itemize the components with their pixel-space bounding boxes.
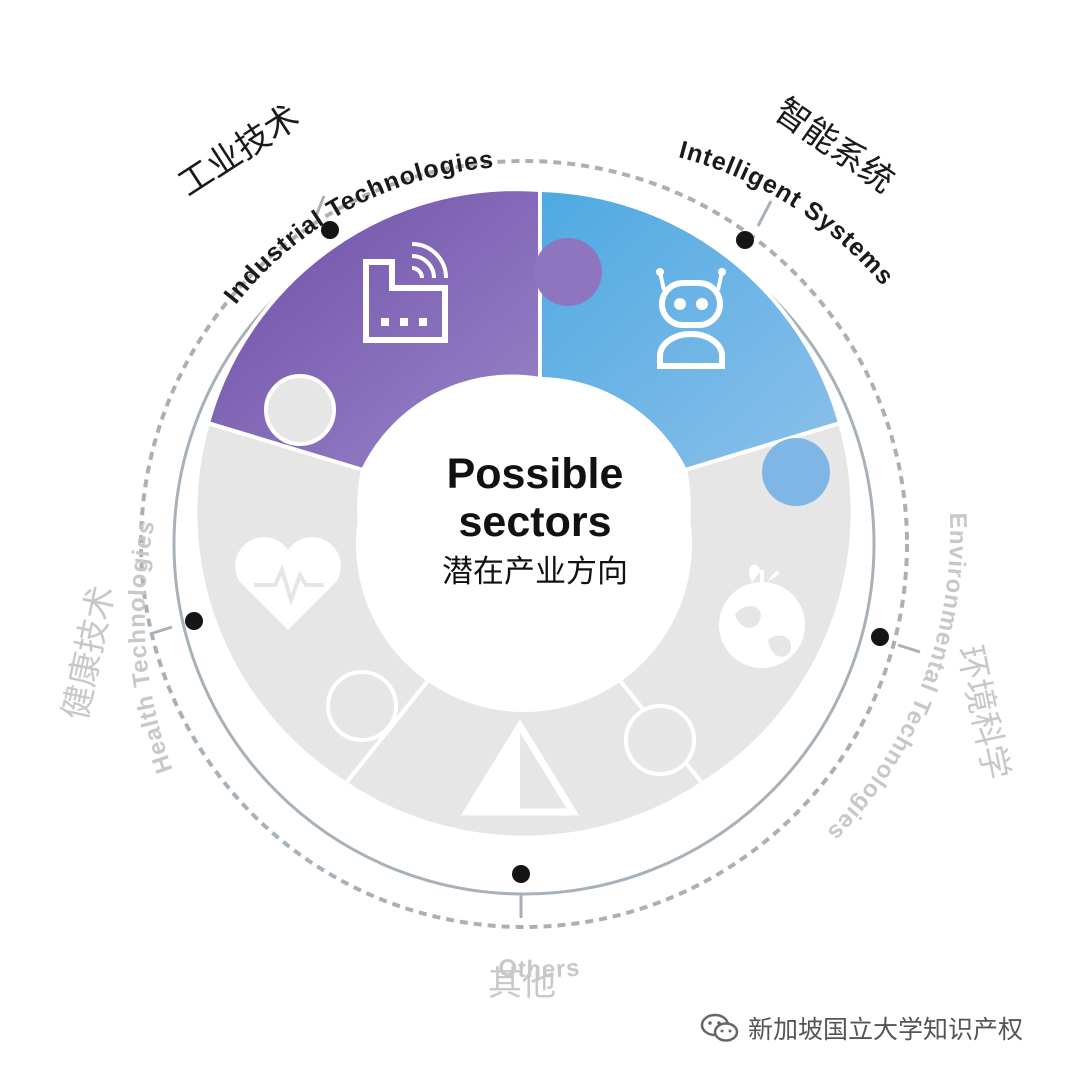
sector-label-zh-others: 其他 bbox=[488, 964, 556, 1004]
marker-dot-others bbox=[512, 865, 530, 883]
sector-label-zh-industrial: 工业技术 bbox=[171, 97, 307, 205]
puzzle-knob-health bbox=[264, 374, 336, 446]
sector-label-zh-health: 健康技术 bbox=[56, 582, 123, 723]
robot-icon bbox=[656, 268, 726, 369]
marker-tick-environmental bbox=[897, 643, 921, 654]
center-subtitle: 潜在产业方向 bbox=[442, 554, 628, 590]
puzzle-knob-environmental bbox=[624, 704, 696, 776]
puzzle-piece-intelligent bbox=[538, 187, 843, 473]
center-disc bbox=[356, 376, 692, 712]
sector-label-en-health: Health Technologies bbox=[124, 518, 179, 777]
earth-sprout-icon bbox=[719, 564, 805, 668]
puzzle-knob-others bbox=[326, 670, 398, 742]
wechat-icon bbox=[700, 1013, 739, 1042]
heart-pulse-icon bbox=[235, 537, 341, 630]
marker-dot-environmental bbox=[871, 628, 889, 646]
sector-label-en-others: Others bbox=[497, 954, 581, 983]
outer-dashed-ring bbox=[139, 159, 909, 929]
marker-dot-industrial bbox=[321, 221, 339, 239]
smart-factory-icon bbox=[363, 242, 448, 343]
watermark: 新加坡国立大学知识产权 bbox=[700, 1006, 1023, 1050]
marker-tick-industrial bbox=[314, 195, 326, 217]
marker-dot-intelligent bbox=[736, 231, 754, 249]
center-title-line1: Possible bbox=[446, 450, 624, 498]
sector-label-zh-environmental: 环境科学 bbox=[949, 642, 1016, 783]
center-title-line2: sectors bbox=[458, 498, 612, 546]
marker-dot-health bbox=[185, 612, 203, 630]
marker-tick-intelligent bbox=[756, 200, 773, 227]
marker-tick-health bbox=[149, 625, 173, 636]
watermark-text: 新加坡国立大学知识产权 bbox=[748, 1015, 1024, 1044]
center-title: Possible sectors 潜在产业方向 bbox=[380, 450, 690, 594]
triangle-icon bbox=[460, 719, 580, 816]
puzzle-knob-industrial bbox=[534, 238, 602, 306]
puzzle-knob-intelligent bbox=[762, 438, 830, 506]
